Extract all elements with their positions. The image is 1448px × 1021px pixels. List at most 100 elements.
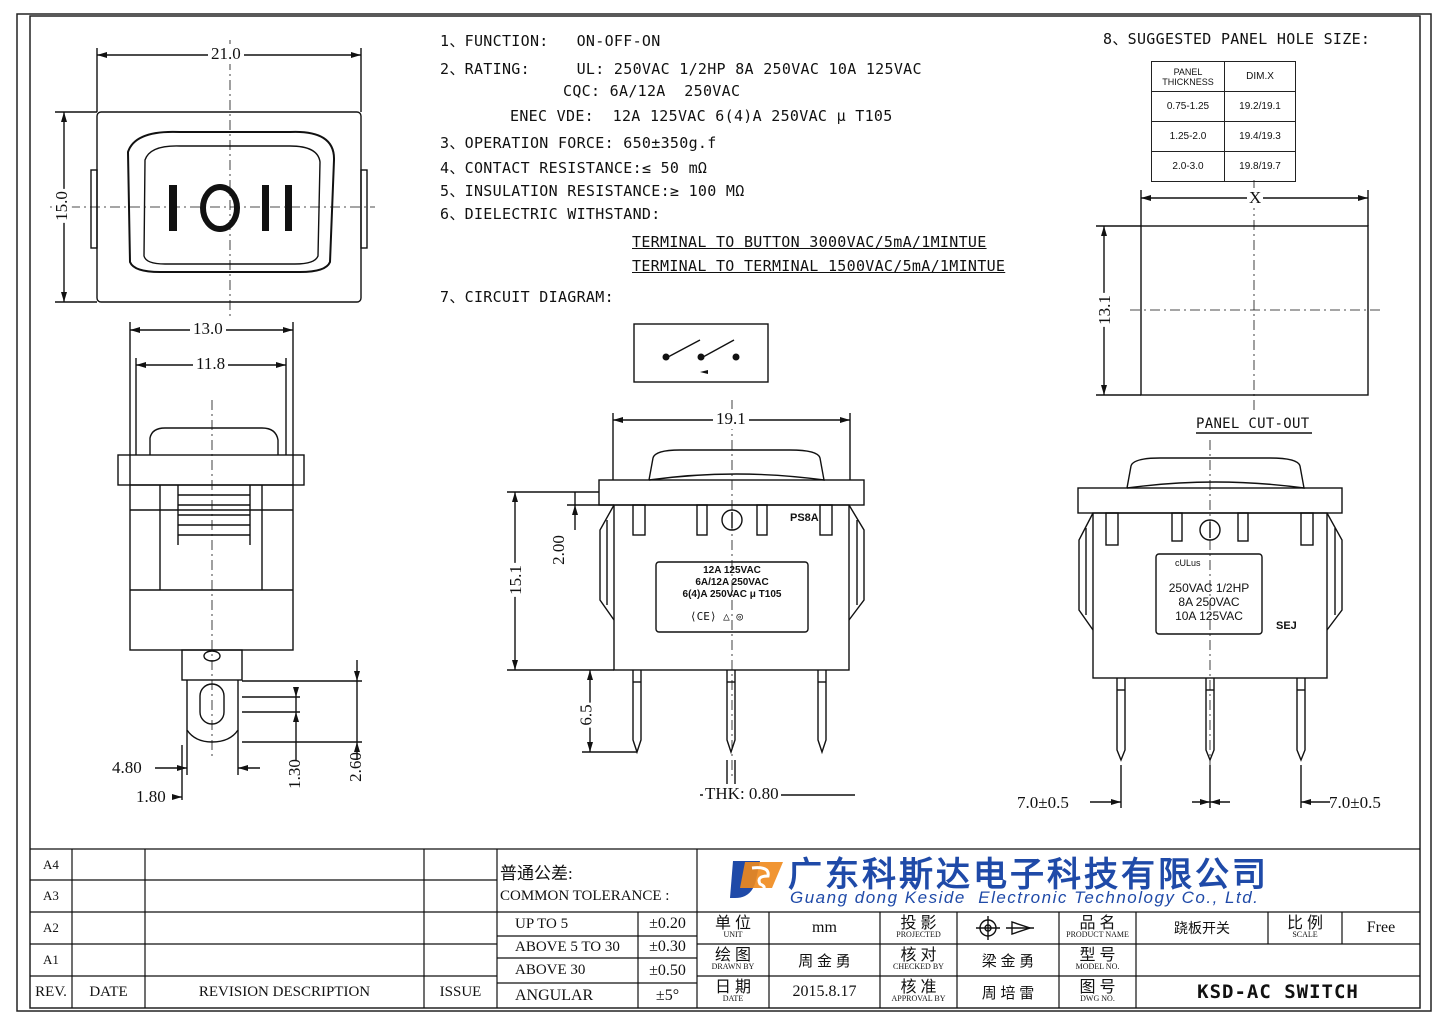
spec-rating-cqc: CQC: 6A/12A 250VAC (563, 82, 741, 100)
projection-symbol-icon (976, 916, 1034, 940)
scale-value: Free (1366, 919, 1396, 936)
rev-row-label: A2 (43, 920, 59, 935)
back-label-line: 250VAC 1/2HP (1168, 581, 1250, 595)
revision-description-header: REVISION DESCRIPTION (198, 983, 371, 1000)
spec-panel-hole: 8、SUGGESTED PANEL HOLE SIZE: (1103, 30, 1371, 48)
spec-circuit: 7、CIRCUIT DIAGRAM: (440, 288, 614, 306)
front-label-line: 12A 125VAC (703, 565, 761, 576)
tolerance-value: ±5° (655, 986, 680, 1004)
company-logo-icon (730, 861, 783, 898)
dim-side-13: 13.0 (190, 319, 226, 339)
spec-rating-enec: ENEC VDE: 12A 125VAC 6(4)A 250VAC μ T105 (510, 107, 893, 125)
front-mark: PS8A (790, 512, 819, 524)
front-label-line: 6(4)A 250VAC μ T105 (682, 589, 782, 600)
product-value: 跷板开关 (1174, 922, 1230, 937)
checked-en: CHECKED BY (893, 962, 944, 971)
rev-row-label: A1 (43, 952, 59, 967)
spec-contact-resistance: 4、CONTACT RESISTANCE:≤ 50 mΩ (440, 159, 708, 177)
date-en: DATE (722, 994, 744, 1003)
circuit-diagram (633, 323, 769, 383)
scale-cn: 比 例 (1286, 915, 1323, 932)
top-view (50, 40, 375, 320)
back-mark: SEJ (1276, 620, 1297, 632)
date-cn: 日 期 (714, 979, 751, 996)
panel-cutout-label: PANEL CUT-OUT (1196, 416, 1310, 432)
drawn-en: DRAWN BY (711, 962, 755, 971)
front-rating-label: 12A 125VAC 6A/12A 250VAC 6(4)A 250VAC μ … (656, 565, 808, 601)
unit-en: UNIT (723, 930, 743, 939)
table-cell: 19.8/19.7 (1224, 151, 1296, 182)
table-row: 0.75-1.25 19.2/19.1 (1151, 91, 1296, 122)
table-row: 2.0-3.0 19.8/19.7 (1151, 151, 1296, 182)
model-en: MODEL NO. (1075, 962, 1120, 971)
back-view (1077, 440, 1343, 808)
projected-cn: 投 影 (900, 915, 937, 932)
dim-front-151: 15.1 (505, 563, 526, 597)
drawn-value: 周 金 勇 (798, 953, 851, 970)
dim-s-480: 4.80 (112, 758, 142, 777)
tolerance-range: ABOVE 30 (515, 962, 586, 978)
table-cell: 19.2/19.1 (1224, 91, 1296, 122)
back-rating-label: 250VAC 1/2HP 8A 250VAC 10A 125VAC (1156, 581, 1262, 623)
issue-header: ISSUE (439, 983, 482, 1000)
dim-pitch-right: 7.0±0.5 (1329, 793, 1381, 812)
spec-function: 1、FUNCTION: ON-OFF-ON (440, 32, 661, 50)
spec-operation-force: 3、OPERATION FORCE: 650±350g.f (440, 134, 717, 152)
dim-front-200: 2.00 (548, 535, 568, 565)
tolerance-en: COMMON TOLERANCE : (500, 887, 670, 904)
table-cell: 19.4/19.3 (1224, 121, 1296, 152)
panel-cutout (1096, 180, 1380, 434)
panel-hole-table: PANEL THICKNESS DIM.X 0.75-1.25 19.2/19.… (1151, 61, 1296, 182)
dwg-value: KSD-AC SWITCH (1197, 981, 1359, 1003)
date-header: DATE (89, 983, 128, 1000)
dim-front-thk: THK: 0.80 (703, 784, 781, 804)
projected-en: PROJECTED (896, 930, 941, 939)
rev-row-label: A3 (43, 888, 59, 903)
dwg-en: DWG NO. (1080, 994, 1115, 1003)
checked-cn: 核 对 (900, 947, 937, 964)
outer-frame (16, 13, 1432, 1012)
table-header: DIM.X (1224, 61, 1296, 92)
table-row: 1.25-2.0 19.4/19.3 (1151, 121, 1296, 152)
dim-side-118: 11.8 (193, 354, 229, 374)
scale-en: SCALE (1292, 930, 1318, 939)
dim-s-260: 2.60 (345, 752, 365, 782)
cert-marks-icon: ⟨CE⟩ △ ◎ (690, 610, 743, 623)
rev-row-label: A4 (43, 856, 59, 872)
table-cell: 2.0-3.0 (1151, 151, 1225, 182)
tolerance-value: ±0.20 (649, 915, 686, 932)
spec-rating-ul: 2、RATING: UL: 250VAC 1/2HP 8A 250VAC 10A… (440, 60, 922, 78)
spec-dielectric-1: TERMINAL TO BUTTON 3000VAC/5mA/1MINTUE (632, 233, 987, 251)
panel-x-label: X (1247, 188, 1264, 208)
dim-s-130: 1.30 (284, 759, 304, 789)
tolerance-value: ±0.50 (649, 961, 686, 979)
model-cn: 型 号 (1079, 947, 1116, 964)
rev-header: REV. (35, 983, 67, 1000)
front-label-line: 6A/12A 250VAC (695, 577, 769, 588)
date-value: 2015.8.17 (792, 983, 857, 1000)
tolerance-cn: 普通公差: (500, 863, 573, 883)
dwg-cn: 图 号 (1079, 979, 1116, 996)
drawn-cn: 绘 图 (714, 947, 751, 964)
approval-value: 周 培 雷 (981, 985, 1035, 1002)
product-cn: 品 名 (1079, 915, 1116, 932)
table-row: PANEL THICKNESS DIM.X (1151, 61, 1296, 92)
back-label-line: 10A 125VAC (1175, 609, 1243, 623)
dim-front-191: 19.1 (713, 409, 749, 429)
table-cell: 1.25-2.0 (1151, 121, 1225, 152)
dim-top-width: 21.0 (208, 44, 244, 64)
checked-value: 梁 金 勇 (981, 953, 1035, 970)
dim-s-180: 1.80 (136, 787, 166, 806)
company-name-en: Guang dong Keside Electronic Technology … (790, 888, 1260, 907)
table-header: PANEL THICKNESS (1151, 61, 1225, 92)
product-en: PRODUCT NAME (1066, 930, 1129, 939)
dim-front-65: 6.5 (576, 702, 597, 728)
